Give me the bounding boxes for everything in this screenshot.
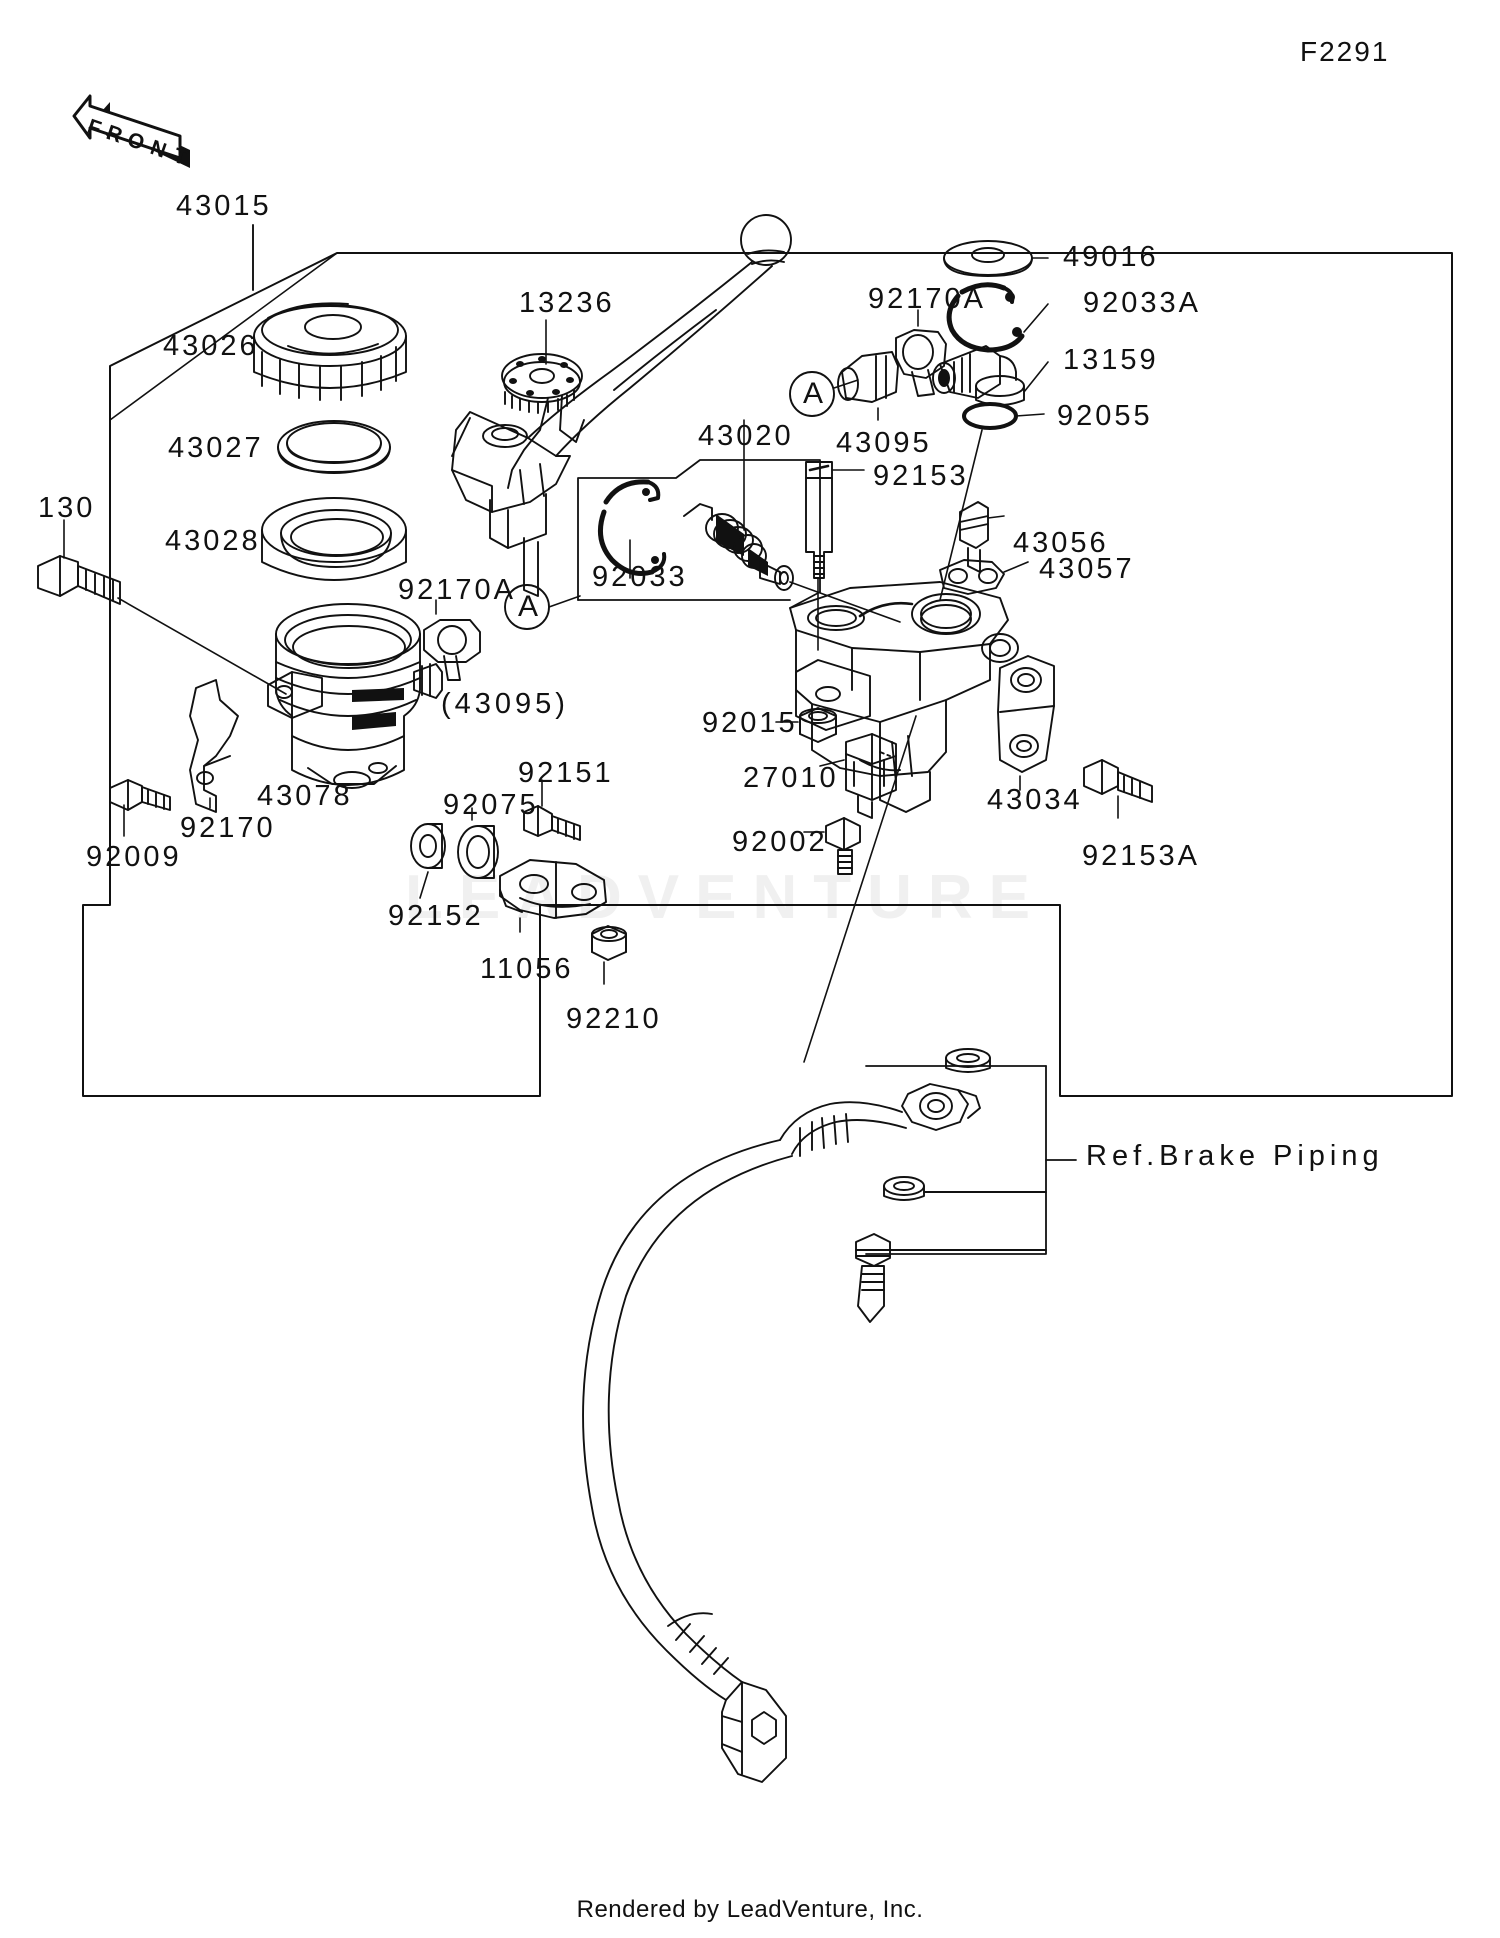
part-label-43078: 43078 — [257, 780, 353, 812]
part-label-43028: 43028 — [165, 525, 261, 557]
diagram-code: F2291 — [1300, 36, 1390, 67]
front-arrow-icon: F R O N T — [62, 72, 192, 177]
svg-text:O: O — [124, 128, 147, 155]
part-label-92075: 92075 — [443, 789, 539, 821]
part-label-27010: 27010 — [743, 762, 839, 794]
part-label-130: 130 — [38, 492, 96, 524]
part-label-43026: 43026 — [163, 330, 259, 362]
part-label-92055: 92055 — [1057, 400, 1153, 432]
part-label-92170: 92170 — [180, 812, 276, 844]
ref-brake-piping-label: Ref.Brake Piping — [1086, 1140, 1384, 1172]
part-label-13236: 13236 — [519, 287, 615, 319]
part-label-92170a-left: 92170A — [398, 574, 516, 606]
part-label-92170a-right: 92170A — [868, 283, 986, 315]
part-label-43020: 43020 — [698, 420, 794, 452]
watermark: LEADVENTURE — [405, 863, 1047, 932]
part-label-92210: 92210 — [566, 1003, 662, 1035]
part-label-13159: 13159 — [1063, 344, 1159, 376]
part-label-92033: 92033 — [592, 561, 688, 593]
part-label-92153a: 92153A — [1082, 840, 1200, 872]
part-label-92153: 92153 — [873, 460, 969, 492]
callout-a-left: A — [518, 590, 540, 623]
part-label-92009: 92009 — [86, 841, 182, 873]
part-label-43034: 43034 — [987, 784, 1083, 816]
part-label-43056: 43056 — [1013, 527, 1109, 559]
svg-text:N: N — [147, 136, 169, 163]
part-label-11056: 11056 — [480, 953, 574, 985]
part-label-49016: 49016 — [1063, 241, 1159, 273]
part-label-92033a: 92033A — [1083, 287, 1201, 319]
part-label-43095: 43095 — [836, 427, 932, 459]
part-label-92015: 92015 — [702, 707, 798, 739]
part-label-43027: 43027 — [168, 432, 264, 464]
part-label-92152: 92152 — [388, 900, 484, 932]
part-label-43095-paren: (43095) — [441, 688, 569, 720]
callout-a-right: A — [803, 377, 825, 410]
footer-credit: Rendered by LeadVenture, Inc. — [576, 1896, 924, 1923]
svg-text:R: R — [103, 121, 125, 148]
part-label-43057: 43057 — [1039, 553, 1135, 585]
part-label-43015: 43015 — [176, 190, 272, 222]
part-label-92002: 92002 — [732, 826, 828, 858]
part-label-92151: 92151 — [518, 757, 614, 789]
